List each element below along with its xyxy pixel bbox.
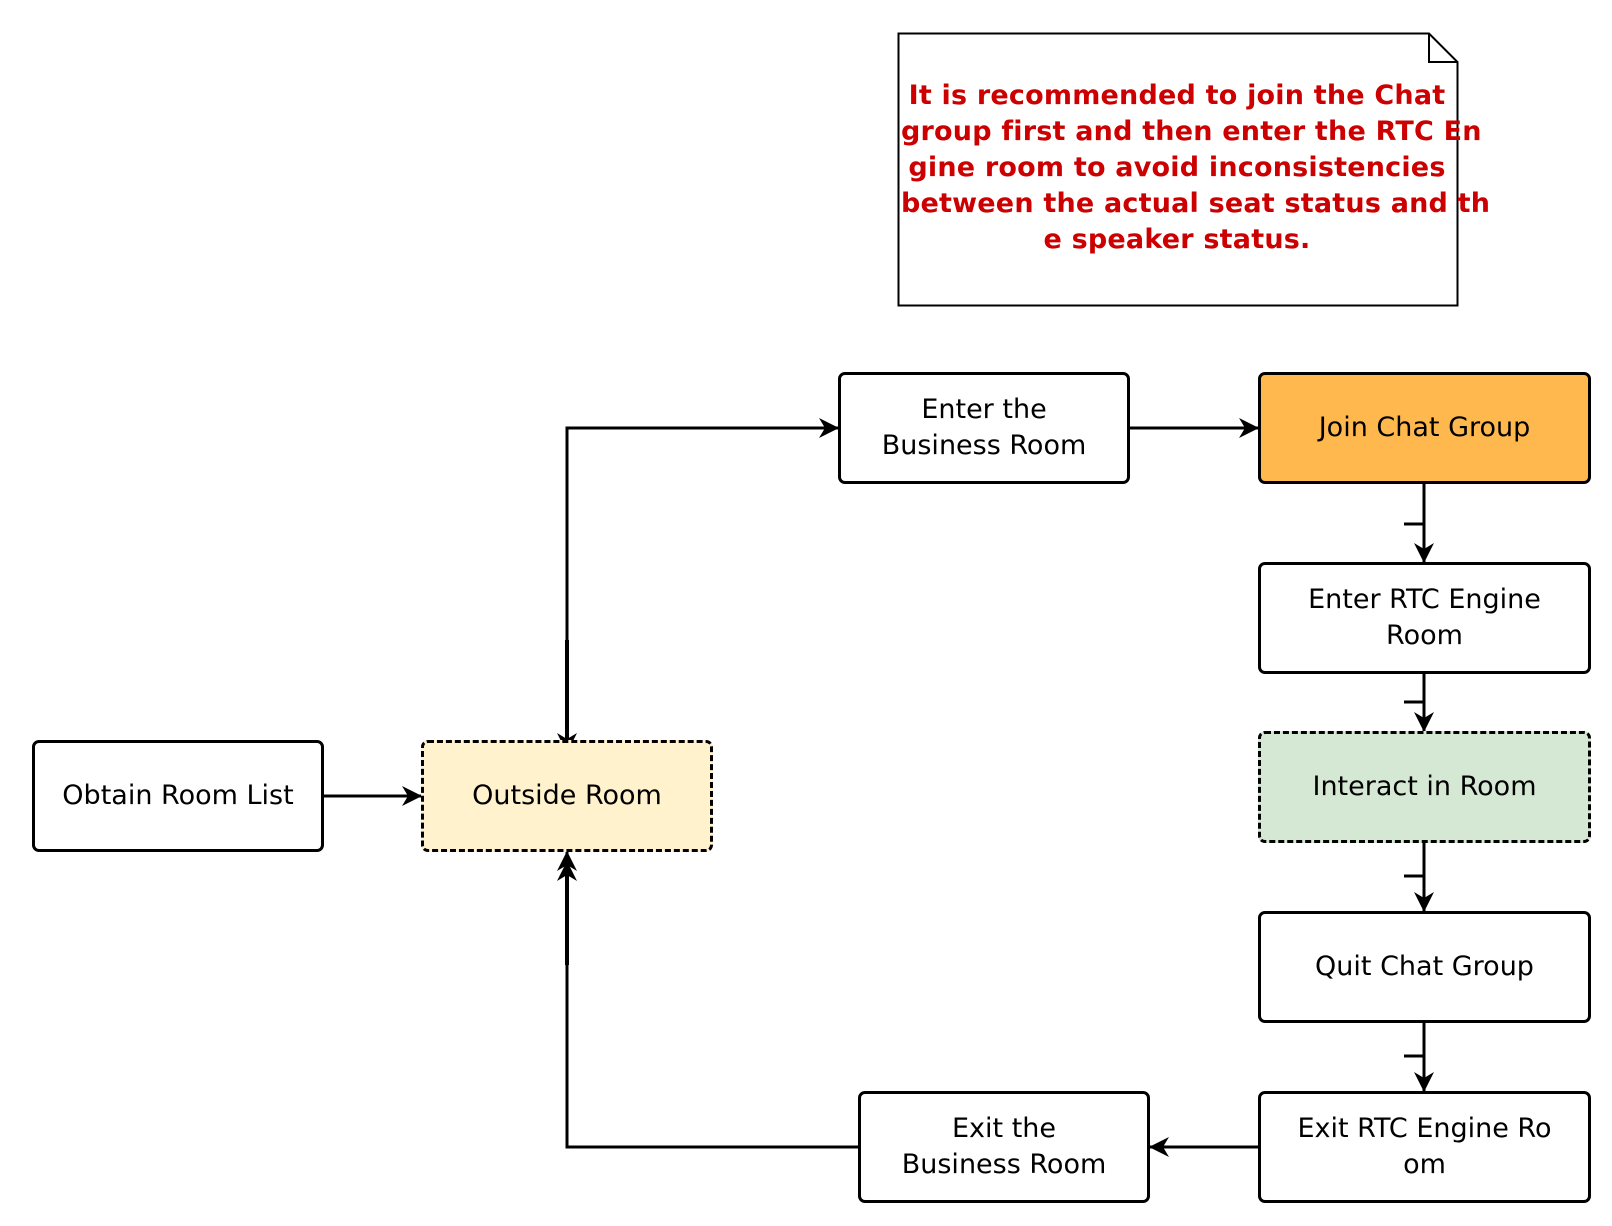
note-line: gine room to avoid inconsistencies	[908, 152, 1446, 183]
note-line: between the actual seat status and th	[901, 188, 1491, 219]
note-line: group first and then enter the RTC En	[901, 116, 1482, 147]
node-outside-room: Outside Room	[421, 740, 713, 852]
node-enter-rtc-engine-room: Enter RTC Engine Room	[1258, 562, 1591, 674]
recommendation-note: It is recommended to join the Chat group…	[897, 32, 1491, 307]
edge-outside-to-enter-business	[565, 418, 839, 740]
node-label: om	[1403, 1149, 1446, 1180]
node-label: Quit Chat Group	[1315, 951, 1534, 982]
node-label: Join Chat Group	[1318, 412, 1531, 443]
node-label: Enter RTC Engine	[1308, 584, 1541, 615]
node-label: Obtain Room List	[62, 780, 294, 811]
node-exit-business-room: Exit the Business Room	[858, 1091, 1150, 1203]
node-interact-in-room: Interact in Room	[1258, 731, 1591, 843]
note-line: It is recommended to join the Chat	[908, 80, 1446, 111]
node-label: Outside Room	[472, 780, 662, 811]
edge-exit-business-to-outside	[557, 851, 858, 1149]
node-join-chat-group: Join Chat Group	[1258, 372, 1591, 484]
node-label: Interact in Room	[1312, 771, 1537, 802]
node-label: Room	[1386, 620, 1463, 651]
node-enter-business-room: Enter the Business Room	[838, 372, 1130, 484]
node-quit-chat-group: Quit Chat Group	[1258, 911, 1591, 1023]
node-label: Exit the	[951, 1113, 1057, 1144]
node-label: Exit RTC Engine Ro	[1297, 1113, 1552, 1144]
node-label: Enter the	[921, 394, 1047, 425]
note-text: It is recommended to join the Chat group…	[901, 78, 1491, 258]
node-label: Business Room	[881, 430, 1087, 461]
note-line: e speaker status.	[1043, 224, 1311, 255]
node-exit-rtc-engine-room: Exit RTC Engine Ro om	[1258, 1091, 1591, 1203]
note-shape	[897, 32, 1459, 307]
node-obtain-room-list: Obtain Room List	[32, 740, 324, 852]
node-label: Business Room	[901, 1149, 1107, 1180]
